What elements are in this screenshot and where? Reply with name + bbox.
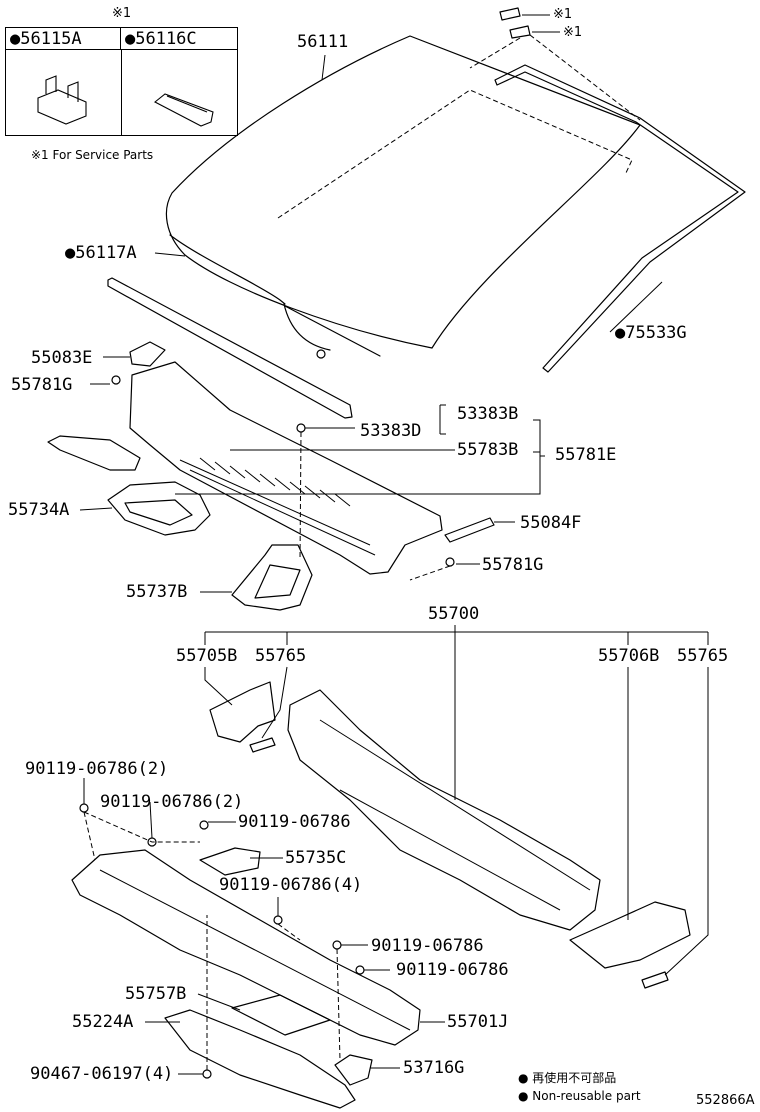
cowl-bracket-left (209, 681, 276, 743)
cowl-top-moulding (107, 277, 353, 419)
label-55757B: 55757B (125, 984, 187, 1004)
label-90119-c: 90119-06786 (238, 812, 351, 832)
glass-seal (169, 234, 286, 305)
louver-bracket (444, 517, 495, 543)
clip-service-2 (509, 25, 531, 39)
label-53716G: 53716G (403, 1058, 465, 1078)
label-55781E: 55781E (555, 445, 617, 465)
cowl-louver (129, 361, 443, 575)
cowl-top-panel (287, 689, 601, 931)
label-53383D: 53383D (360, 421, 422, 441)
cowl-cover (199, 847, 261, 876)
cowl-lower-panel (71, 849, 421, 1046)
louver-gasket (47, 435, 141, 471)
label-55701J: 55701J (447, 1012, 509, 1032)
label-55765-right: 55765 (677, 646, 729, 666)
label-55224A: 55224A (72, 1012, 134, 1032)
label-55700: 55700 (428, 604, 480, 624)
label-55737B: 55737B (126, 582, 188, 602)
label-55706B: 55706B (598, 646, 660, 666)
label-55083E: 55083E (31, 348, 93, 368)
label-55781G-top: 55781G (11, 375, 73, 395)
label-90119-d: 90119-06786(4) (219, 875, 363, 895)
legend-en: ● Non-reusable part (518, 1089, 641, 1103)
service-note: ※1 For Service Parts (31, 148, 154, 162)
cowl-insulator (231, 994, 331, 1036)
label-56117A: ●56117A (65, 243, 137, 263)
clip-56116C-icon (153, 93, 214, 127)
label-53383B: 53383B (457, 404, 519, 424)
service-parts-box: ●56115A ●56116C (5, 27, 238, 136)
windshield-weatherstrip (494, 64, 746, 373)
box-header-56115A: ●56115A (6, 28, 121, 50)
label-55783B: 55783B (457, 440, 519, 460)
label-service-mark-2: ※1 (563, 25, 583, 40)
label-75533G: ●75533G (615, 323, 687, 343)
box-header-56116C: ●56116C (121, 28, 237, 50)
label-55781G-mid: 55781G (482, 555, 544, 575)
cowl-extension (334, 1054, 373, 1086)
box-cell-56116C (121, 50, 237, 135)
label-90119-b: 90119-06786(2) (100, 792, 244, 812)
cowl-seal-b (231, 544, 313, 611)
label-55734A: 55734A (8, 500, 70, 520)
clip-56115A-icon (37, 75, 87, 125)
label-90119-f: 90119-06786 (396, 960, 509, 980)
cowl-seal-a (107, 481, 211, 536)
label-90119-e: 90119-06786 (371, 936, 484, 956)
label-90119-a: 90119-06786(2) (25, 759, 169, 779)
label-55765-left: 55765 (255, 646, 307, 666)
label-55735C: 55735C (285, 848, 347, 868)
legend-jp: ● 再使用不可部品 (518, 1071, 617, 1085)
service-mark-box: ※1 (112, 6, 132, 21)
label-56111: 56111 (297, 32, 349, 52)
cowl-sub-panel (164, 1009, 356, 1109)
windshield-glass (165, 35, 641, 349)
figure-id: 552866A (696, 1093, 755, 1108)
label-55705B: 55705B (176, 646, 238, 666)
label-service-mark-1: ※1 (553, 7, 573, 22)
box-cell-56115A (6, 50, 122, 135)
clip-service-1 (499, 7, 521, 21)
label-90467: 90467-06197(4) (30, 1064, 174, 1084)
label-55084F: 55084F (520, 513, 582, 533)
cowl-bracket-right (569, 901, 691, 969)
louver-cap (129, 341, 166, 367)
